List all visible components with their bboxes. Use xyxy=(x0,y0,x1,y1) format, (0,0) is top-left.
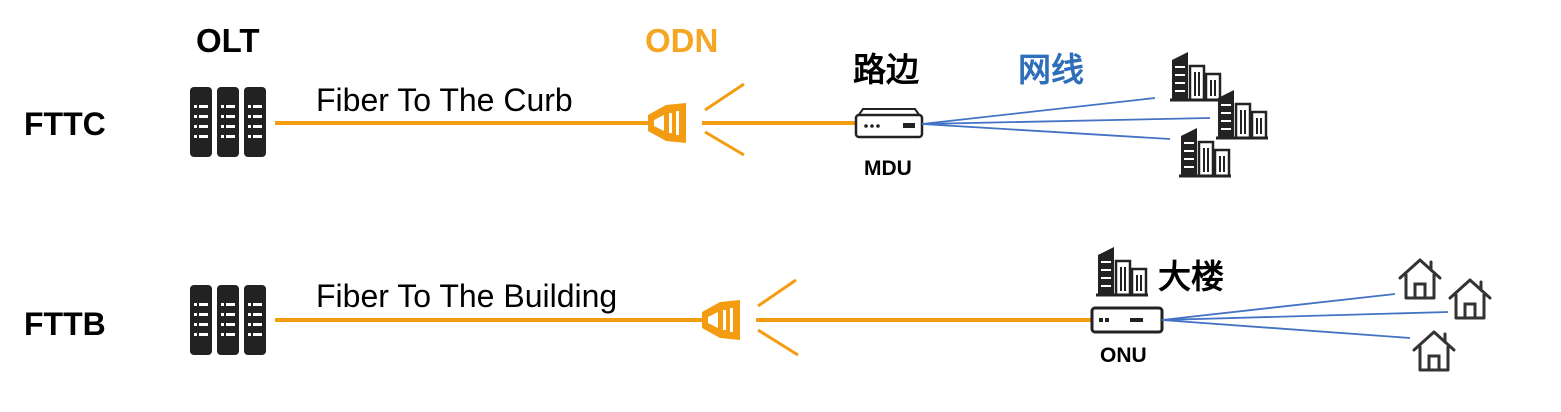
cable-line-fttb-3 xyxy=(1161,319,1411,339)
olt-rack-icon-fttc xyxy=(190,87,266,157)
cable-line-fttc-1 xyxy=(921,97,1156,125)
onu-label: ONU xyxy=(1100,344,1147,367)
cable-line-fttc-3 xyxy=(921,123,1171,140)
split-branch-fttb-down xyxy=(757,328,799,357)
row-label-fttc: FTTC xyxy=(24,106,106,142)
building-cn-label: 大楼 xyxy=(1158,257,1224,296)
cable-cn-label: 网线 xyxy=(1018,50,1084,89)
cable-line-fttb-2 xyxy=(1161,311,1449,321)
fiber-text-fttc: Fiber To The Curb xyxy=(316,82,573,118)
onu-device-icon xyxy=(1090,306,1164,334)
house-icon xyxy=(1398,258,1442,300)
curb-cn-label: 路边 xyxy=(853,50,919,89)
cable-line-fttb-1 xyxy=(1161,293,1396,321)
building-icon xyxy=(1214,88,1270,140)
odn-splitter-icon-fttc xyxy=(648,103,686,143)
olt-rack-icon-fttb xyxy=(190,285,266,355)
split-branch-fttc-down xyxy=(704,130,745,157)
building-icon xyxy=(1168,50,1224,102)
fiber-text-fttb: Fiber To The Building xyxy=(316,278,618,314)
odn-header: ODN xyxy=(645,22,719,59)
row-label-fttb: FTTB xyxy=(24,306,106,342)
house-icon xyxy=(1412,330,1456,372)
split-branch-fttc-up xyxy=(704,82,745,112)
olt-header: OLT xyxy=(196,22,260,59)
cable-line-fttc-2 xyxy=(921,117,1211,125)
mdu-device-icon xyxy=(854,108,924,139)
building-icon xyxy=(1094,245,1150,297)
house-icon xyxy=(1448,278,1492,320)
odn-splitter-icon-fttb xyxy=(702,300,740,340)
split-branch-fttb-up xyxy=(757,278,797,308)
mdu-label: MDU xyxy=(864,157,912,180)
